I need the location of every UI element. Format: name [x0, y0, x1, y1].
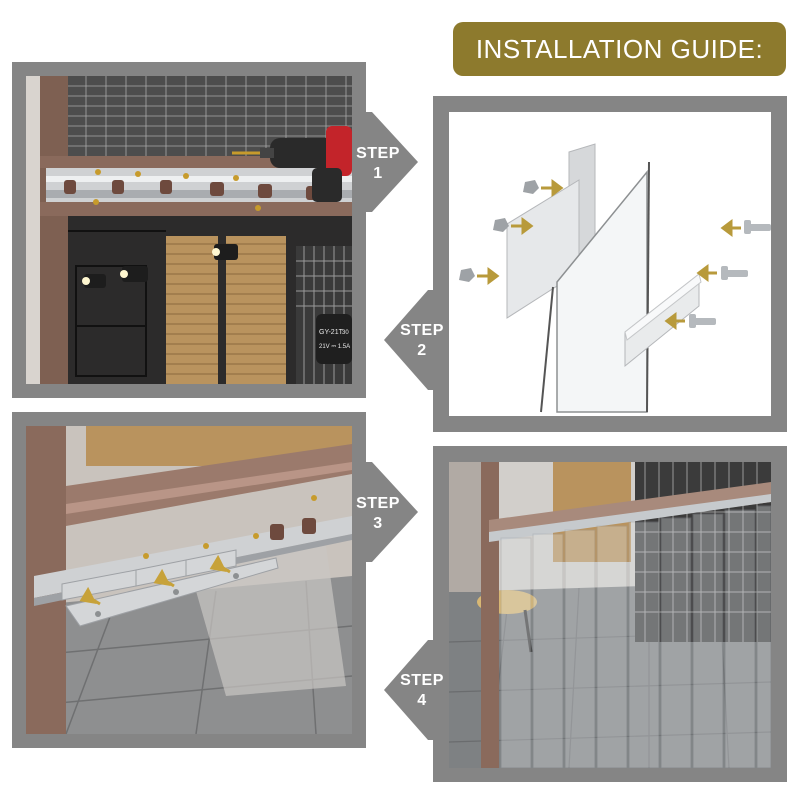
step-1-label: STEP 1: [348, 144, 408, 184]
step-3-panel: [12, 412, 366, 748]
step-3-image: [26, 426, 352, 734]
step-1-word: STEP: [356, 145, 400, 162]
step-3-word: STEP: [356, 495, 400, 512]
drill-spec-text: 21V ⎓ 1.5A: [319, 344, 350, 350]
step-2-arrow-tab: [384, 290, 448, 390]
step-3-number: 3: [373, 515, 383, 532]
step-1-image: GY-21T 21V ⎓ 1.5A 30: [26, 76, 352, 384]
step-2-image: [449, 112, 771, 416]
step-2-panel: [433, 96, 787, 432]
step-4-number: 4: [417, 692, 427, 709]
step-4-image: [449, 462, 771, 768]
drill-icon: [232, 126, 352, 364]
step-4-panel: [433, 446, 787, 782]
step-1-arrow-tab: [352, 112, 418, 212]
drill-code-text: 30: [342, 330, 349, 336]
step-1-panel: GY-21T 21V ⎓ 1.5A 30: [12, 62, 366, 398]
page-title: INSTALLATION GUIDE:: [475, 33, 764, 64]
step-3-label: STEP 3: [348, 494, 408, 534]
step-2-label: STEP 2: [392, 321, 452, 361]
step-4-label: STEP 4: [392, 671, 452, 711]
step-3-arrow-tab: [352, 462, 418, 562]
step-4-word: STEP: [400, 672, 444, 689]
step-4-arrow-tab: [384, 640, 448, 740]
arrow-icon: [477, 179, 741, 330]
step-2-word: STEP: [400, 322, 444, 339]
drill-model-text: GY-21T: [319, 329, 344, 336]
step-1-number: 1: [373, 165, 383, 182]
title-badge: INSTALLATION GUIDE:: [453, 22, 786, 76]
step-2-number: 2: [417, 342, 427, 359]
